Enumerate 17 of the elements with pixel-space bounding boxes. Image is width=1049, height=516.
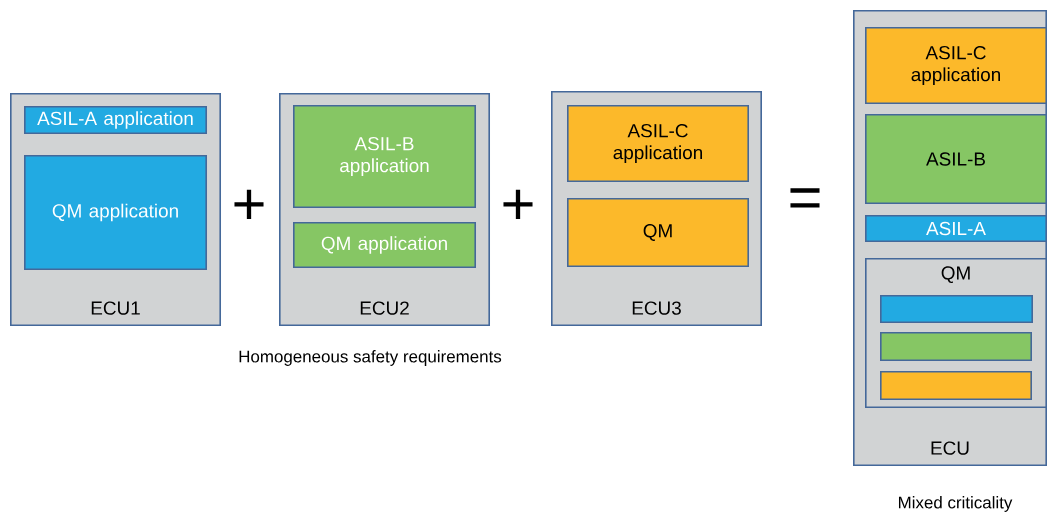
caption-text: Mixed criticality xyxy=(899,496,1013,512)
plus-sign: + xyxy=(234,189,264,219)
equals-sign: = xyxy=(790,188,820,208)
application-box: ASIL-B xyxy=(865,114,1047,204)
application-box: ASIL-C application xyxy=(567,105,749,182)
bar xyxy=(880,371,1032,400)
bar xyxy=(880,295,1033,323)
bar xyxy=(880,332,1032,361)
application-box: QM xyxy=(567,198,749,267)
application-box: ASIL-B application xyxy=(293,105,476,208)
caption-text: Homogeneous safety requirements xyxy=(239,350,502,366)
application-box: ASIL-A application xyxy=(24,106,207,134)
application-box: ASIL-A xyxy=(865,215,1047,242)
application-box: QM application xyxy=(293,222,476,268)
application-box: ASIL-C application xyxy=(865,27,1047,104)
plus-sign: + xyxy=(503,189,533,219)
application-box: QM application xyxy=(24,155,207,270)
